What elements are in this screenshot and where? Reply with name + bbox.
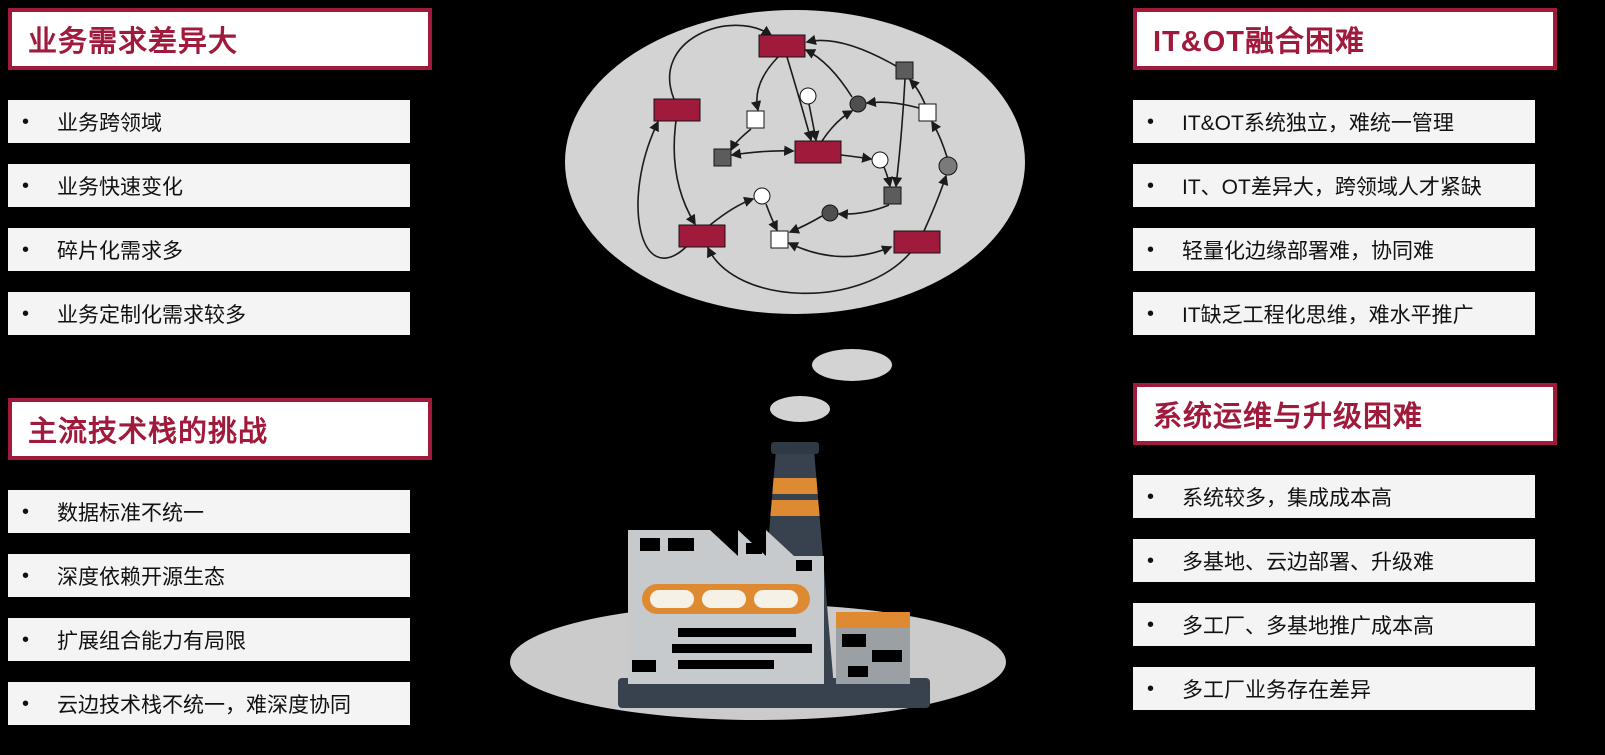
network-node-red [678, 224, 726, 248]
list-item: • IT&OT系统独立，难统一管理 [1133, 100, 1535, 143]
bullet-icon: • [22, 500, 30, 523]
list-item: • 多基地、云边部署、升级难 [1133, 539, 1535, 582]
item-text: 多工厂、多基地推广成本高 [1182, 614, 1435, 638]
item-text: 深度依赖开源生态 [57, 565, 226, 589]
factory-illustration [618, 442, 930, 708]
panel-ops-items: • 系统较多，集成成本高 • 多基地、云边部署、升级难 • 多工厂、多基地推广成… [1133, 475, 1557, 710]
panel-it-ot: IT&OT融合困难 • IT&OT系统独立，难统一管理 • IT、OT差异大，跨… [1133, 8, 1557, 335]
panel-title-it-ot: IT&OT融合困难 [1133, 8, 1557, 70]
network-node-red [653, 98, 701, 122]
item-text: IT、OT差异大，跨领域人才紧缺 [1182, 175, 1482, 199]
panel-title-ops-upgrade: 系统运维与升级困难 [1133, 383, 1557, 445]
network-node-red [758, 34, 806, 58]
item-text: 业务快速变化 [57, 175, 184, 199]
bullet-icon: • [22, 238, 30, 261]
panel-business-demand: 业务需求差异大 • 业务跨领域 • 业务快速变化 • 碎片化需求多 • 业务定制… [8, 8, 432, 335]
panel-tech-stack-items: • 数据标准不统一 • 深度依赖开源生态 • 扩展组合能力有局限 • 云边技术栈… [8, 490, 432, 725]
bullet-icon: • [22, 302, 30, 325]
factory-annex [836, 612, 910, 684]
bullet-icon: • [1147, 549, 1155, 572]
list-item: • 系统较多，集成成本高 [1133, 475, 1535, 518]
panel-title-text: 主流技术栈的挑战 [28, 416, 269, 448]
item-text: 多工厂业务存在差异 [1182, 678, 1372, 702]
bullet-icon: • [22, 628, 30, 651]
list-item: • 业务跨领域 [8, 100, 410, 143]
network-node-white-circle [799, 87, 817, 105]
panel-title-text: 业务需求差异大 [28, 26, 239, 58]
network-edges [637, 24, 949, 295]
list-item: • IT缺乏工程化思维，难水平推广 [1133, 292, 1535, 335]
network-node-white-square [918, 103, 937, 122]
network-node-gray-square [895, 61, 914, 80]
item-text: 多基地、云边部署、升级难 [1182, 550, 1435, 574]
network-node-white-square [746, 110, 765, 129]
network-node-gray-square [883, 186, 902, 205]
panel-title-text: 系统运维与升级困难 [1153, 401, 1424, 433]
list-item: • 轻量化边缘部署难，协同难 [1133, 228, 1535, 271]
panel-ops-upgrade: 系统运维与升级困难 • 系统较多，集成成本高 • 多基地、云边部署、升级难 • … [1133, 383, 1557, 710]
bullet-icon: • [1147, 110, 1155, 133]
bullet-icon: • [22, 174, 30, 197]
list-item: • 云边技术栈不统一，难深度协同 [8, 682, 410, 725]
network-node-red [794, 140, 842, 164]
factory-building [628, 530, 824, 684]
network-node-gray-square [713, 148, 732, 167]
list-item: • 碎片化需求多 [8, 228, 410, 271]
network-node-white-circle [871, 151, 889, 169]
list-item: • 多工厂业务存在差异 [1133, 667, 1535, 710]
panel-title-tech-stack: 主流技术栈的挑战 [8, 398, 432, 460]
bullet-icon: • [1147, 238, 1155, 261]
item-text: 数据标准不统一 [57, 501, 205, 525]
panel-business-items: • 业务跨领域 • 业务快速变化 • 碎片化需求多 • 业务定制化需求较多 [8, 100, 432, 335]
network-node-dark-circle [849, 95, 867, 113]
panel-title-business-demand: 业务需求差异大 [8, 8, 432, 70]
item-text: 业务跨领域 [57, 111, 163, 135]
bullet-icon: • [1147, 174, 1155, 197]
list-item: • 业务快速变化 [8, 164, 410, 207]
item-text: 系统较多，集成成本高 [1182, 486, 1393, 510]
bullet-icon: • [22, 692, 30, 715]
bullet-icon: • [1147, 613, 1155, 636]
center-illustration [510, 10, 1025, 720]
network-node-red [893, 230, 941, 254]
bullet-icon: • [1147, 485, 1155, 508]
list-item: • 多工厂、多基地推广成本高 [1133, 603, 1535, 646]
network-node-white-square [770, 230, 789, 249]
item-text: 碎片化需求多 [57, 239, 184, 263]
item-text: IT&OT系统独立，难统一管理 [1182, 111, 1454, 135]
list-item: • 数据标准不统一 [8, 490, 410, 533]
item-text: 轻量化边缘部署难，协同难 [1182, 239, 1435, 263]
bullet-icon: • [22, 564, 30, 587]
network-node-white-circle [753, 187, 771, 205]
network-node-dark-circle [821, 204, 839, 222]
list-item: • 深度依赖开源生态 [8, 554, 410, 597]
factory-base [618, 678, 930, 708]
bullet-icon: • [1147, 677, 1155, 700]
panel-tech-stack: 主流技术栈的挑战 • 数据标准不统一 • 深度依赖开源生态 • 扩展组合能力有局… [8, 398, 432, 725]
item-text: 业务定制化需求较多 [57, 303, 247, 327]
thought-bubble-dots [770, 349, 892, 422]
item-text: IT缺乏工程化思维，难水平推广 [1182, 303, 1474, 327]
item-text: 扩展组合能力有局限 [57, 629, 247, 653]
list-item: • 业务定制化需求较多 [8, 292, 410, 335]
bullet-icon: • [22, 110, 30, 133]
list-item: • 扩展组合能力有局限 [8, 618, 410, 661]
list-item: • IT、OT差异大，跨领域人才紧缺 [1133, 164, 1535, 207]
panel-title-text: IT&OT融合困难 [1153, 26, 1365, 58]
panel-it-ot-items: • IT&OT系统独立，难统一管理 • IT、OT差异大，跨领域人才紧缺 • 轻… [1133, 100, 1557, 335]
network-node-gray-circle [938, 156, 958, 176]
item-text: 云边技术栈不统一，难深度协同 [57, 693, 352, 717]
bullet-icon: • [1147, 302, 1155, 325]
network-nodes [653, 34, 958, 254]
